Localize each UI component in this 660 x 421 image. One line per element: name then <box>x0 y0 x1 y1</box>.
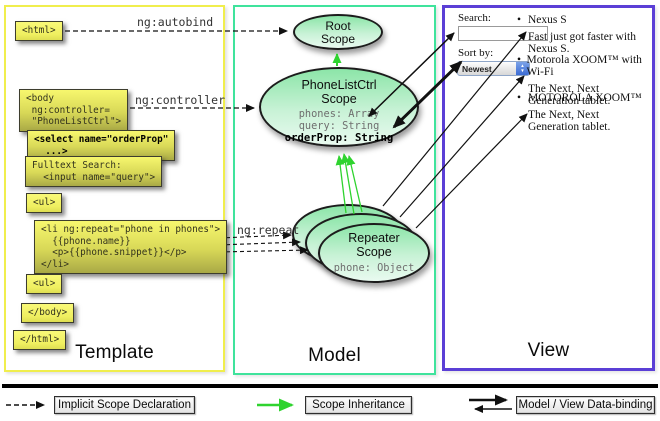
code-box-li-repeat: <li ng:repeat="phone in phones"> {{phone… <box>34 220 228 274</box>
ng-repeat-label: ng:repeat <box>237 223 300 237</box>
legend-implicit-scope: Implicit Scope Declaration <box>54 396 195 414</box>
phone-item-title: Motorola XOOM™ with Wi-Fi <box>526 54 642 78</box>
phone-item-title: MOTOROLA XOOM™ <box>528 92 642 104</box>
phonelistctrl-prop-phones: phones: Array <box>298 108 380 120</box>
bullet-icon: • <box>517 54 522 66</box>
model-panel-label: Model <box>308 345 361 366</box>
repeater-prop-phone: phone: Object <box>333 262 415 274</box>
bullet-icon: • <box>517 92 522 104</box>
search-label: Search: <box>458 12 491 24</box>
template-panel-label: Template <box>75 342 154 363</box>
phone-item-desc: The Next, Next Generation tablet. <box>528 83 611 107</box>
repeater-scope-title: Repeater Scope <box>348 231 400 259</box>
phone-list-item: • Motorola XOOM™ with Wi-Fi The Next, Ne… <box>517 54 652 107</box>
root-scope-title: Root Scope <box>320 19 356 46</box>
view-panel-label: View <box>527 340 570 361</box>
phone-item-title: Nexus S <box>528 14 567 26</box>
model-panel: Model <box>233 5 436 375</box>
legend-scope-inheritance: Scope Inheritance <box>305 396 412 414</box>
phonelistctrl-prop-query: query: String <box>298 120 380 132</box>
code-box-html-close: </html> <box>13 330 67 350</box>
legend-data-binding: Model / View Data-binding <box>516 396 655 414</box>
phonelistctrl-scope-ellipse: PhoneListCtrl Scope phones: Array query:… <box>259 67 419 147</box>
ng-controller-label: ng:controller <box>135 93 226 107</box>
phone-list-item: • Nexus S Fast just got faster with Nexu… <box>517 14 652 55</box>
legend-separator <box>2 384 658 388</box>
repeater-scope-ellipse: Repeater Scope phone: Object <box>318 223 430 283</box>
code-box-body-open: <body ng:controller= "PhoneListCtrl"> <box>19 89 129 132</box>
code-box-body-close: </body> <box>21 303 75 323</box>
phone-list-item: • MOTOROLA XOOM™ The Next, Next Generati… <box>517 92 652 133</box>
code-box-ul-close: <ul> <box>26 274 63 294</box>
code-box-fulltext: Fulltext Search: <input name="query"> <box>25 156 163 187</box>
ng-autobind-label: ng:autobind <box>137 15 214 29</box>
phonelistctrl-scope-title: PhoneListCtrl Scope <box>301 78 377 106</box>
sort-dropdown-value: Newest <box>462 63 492 74</box>
bullet-icon: • <box>517 14 522 26</box>
code-box-html-open: <html> <box>15 21 63 41</box>
sortby-label: Sort by: <box>458 47 494 59</box>
root-scope-ellipse: Root Scope <box>293 14 383 50</box>
phone-item-desc: The Next, Next Generation tablet. <box>528 109 611 133</box>
code-box-select: <select name="orderProp" ...> <box>27 130 176 161</box>
phonelistctrl-prop-orderprop: orderProp: String <box>284 132 394 144</box>
phone-item-desc: Fast just got faster with Nexus S. <box>528 31 636 55</box>
code-box-ul-open: <ul> <box>26 193 63 213</box>
